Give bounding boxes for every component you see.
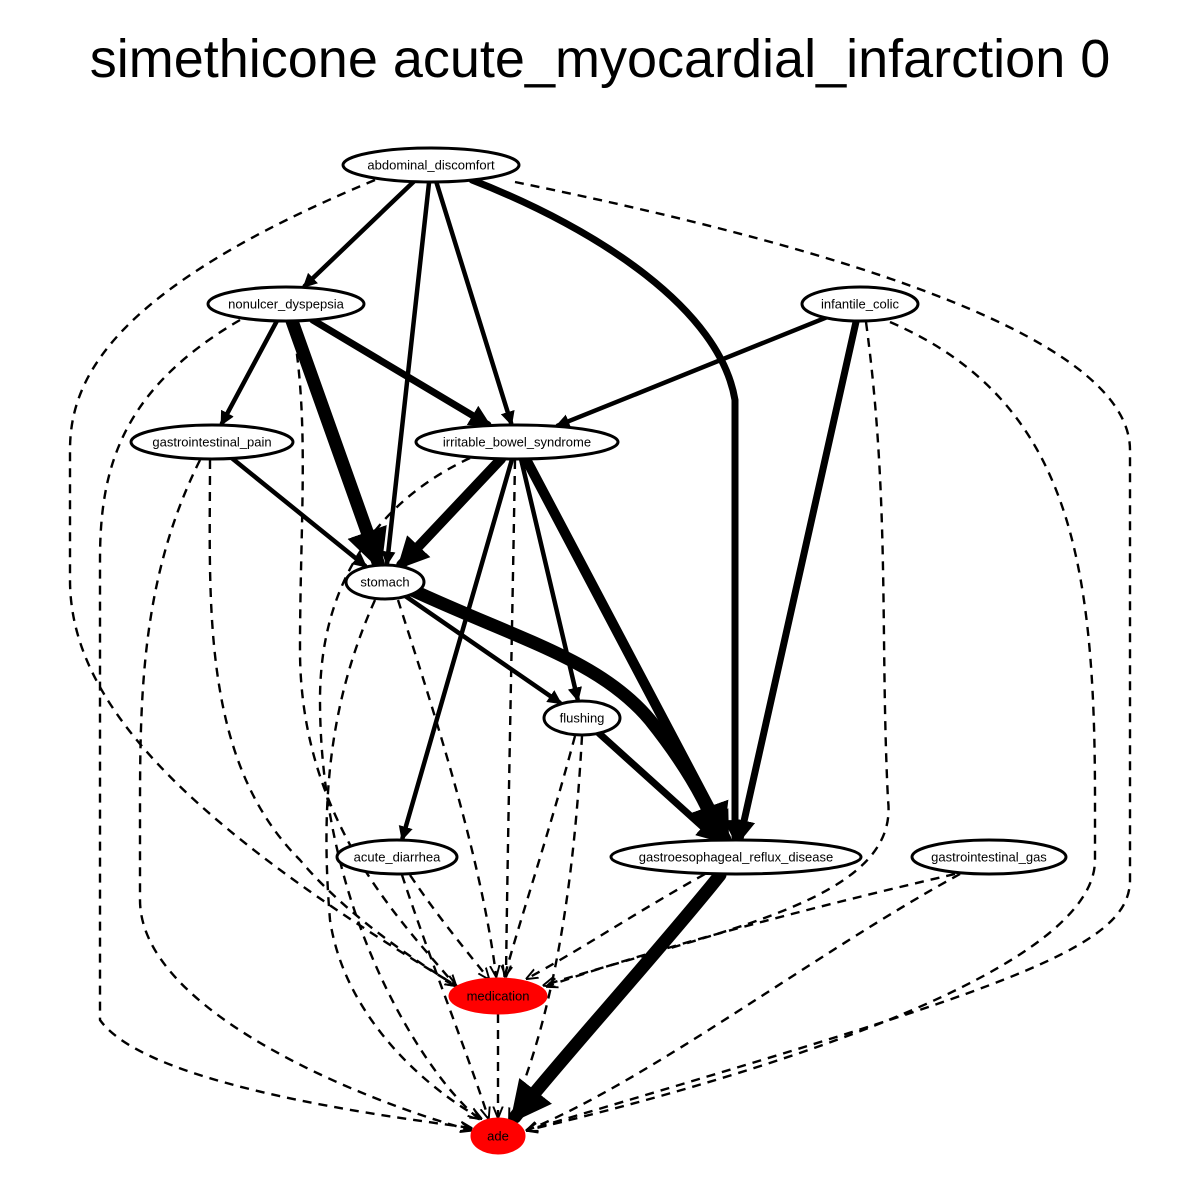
edge-gastroesophageal_reflux_disease-to-medication [528,872,706,978]
node-label-flushing: flushing [560,711,605,726]
edge-gastrointestinal_gas-to-ade [528,872,961,1130]
edge-stomach-to-flushing [403,594,563,705]
edge-abdominal_discomfort-to-nonulcer_dyspepsia [302,179,416,289]
edge-stomach-to-ade [325,599,480,1118]
node-nonulcer_dyspepsia: nonulcer_dyspepsia [206,285,366,323]
node-label-ade: ade [487,1129,509,1144]
node-shape-medication [448,977,548,1015]
edge-abdominal_discomfort-to-irritable_bowel_syndrome [434,179,515,426]
node-gastrointestinal_gas: gastrointestinal_gas [910,838,1068,876]
edge-abdominal_discomfort-to-ade [514,180,1132,1130]
edge-flushing-to-gastroesophageal_reflux_disease [595,729,720,843]
node-shape-acute_diarrhea [335,838,459,876]
node-infantile_colic: infantile_colic [800,285,920,323]
edge-gastrointestinal_pain-to-ade [138,459,470,1130]
node-shape-abdominal_discomfort [341,146,521,184]
node-stomach: stomach [344,563,426,601]
node-shape-gastrointestinal_pain [129,423,295,461]
edge-infantile_colic-to-medication [545,321,890,985]
edge-abdominal_discomfort-to-gastroesophageal_reflux_disease [468,176,747,843]
edge-nonulcer_dyspepsia-to-stomach [285,314,387,572]
edge-nonulcer_dyspepsia-to-ade [98,318,470,1128]
edge-acute_diarrhea-to-ade [400,874,488,1117]
edge-nonulcer_dyspepsia-to-irritable_bowel_syndrome [309,316,492,429]
edge-stomach-to-gastroesophageal_reflux_disease [405,583,729,846]
edge-nonulcer_dyspepsia-to-gastrointestinal_pain [219,318,280,426]
node-acute_diarrhea: acute_diarrhea [335,838,459,876]
node-gastroesophageal_reflux_disease: gastroesophageal_reflux_disease [609,838,863,876]
node-shape-ade [470,1117,526,1155]
node-flushing: flushing [542,699,622,737]
edge-stomach-to-medication [396,599,496,975]
node-label-medication: medication [467,989,530,1004]
edge-acute_diarrhea-to-medication [409,874,488,978]
edge-irritable_bowel_syndrome-to-acute_diarrhea [398,456,515,841]
edge-nonulcer_dyspepsia-to-medication [290,321,455,985]
edge-irritable_bowel_syndrome-to-stomach [396,453,507,570]
node-medication: medication [448,977,548,1015]
node-irritable_bowel_syndrome: irritable_bowel_syndrome [414,423,620,461]
node-shape-flushing [542,699,622,737]
node-label-gastrointestinal_pain: gastrointestinal_pain [152,435,271,450]
edge-abdominal_discomfort-to-medication [68,178,455,985]
node-label-nonulcer_dyspepsia: nonulcer_dyspepsia [228,297,344,312]
edge-infantile_colic-to-gastroesophageal_reflux_disease [733,317,860,843]
node-shape-nonulcer_dyspepsia [206,285,366,323]
edge-gastrointestinal_pain-to-medication [208,459,455,985]
node-ade: ade [470,1117,526,1155]
edge-gastrointestinal_pain-to-stomach [230,456,368,569]
node-shape-infantile_colic [800,285,920,323]
node-label-abdominal_discomfort: abdominal_discomfort [367,158,495,173]
node-shape-irritable_bowel_syndrome [414,423,620,461]
nodes-layer: abdominal_discomfort nonulcer_dyspepsia in… [129,146,1068,1155]
edge-gastroesophageal_reflux_disease-to-ade [508,868,727,1124]
edge-flushing-to-medication [505,735,577,975]
edge-irritable_bowel_syndrome-to-ade [318,456,478,1118]
node-shape-stomach [344,563,426,601]
node-label-gastrointestinal_gas: gastrointestinal_gas [931,850,1047,865]
node-label-stomach: stomach [360,575,409,590]
edge-flushing-to-ade [510,735,584,1118]
edge-infantile_colic-to-irritable_bowel_syndrome [555,315,829,428]
node-shape-gastroesophageal_reflux_disease [609,838,863,876]
node-label-irritable_bowel_syndrome: irritable_bowel_syndrome [443,435,591,450]
node-label-gastroesophageal_reflux_disease: gastroesophageal_reflux_disease [639,850,833,865]
node-shape-gastrointestinal_gas [910,838,1068,876]
page-title: simethicone acute_myocardial_infarction … [89,29,1111,89]
edges-layer [68,176,1132,1130]
edge-abdominal_discomfort-to-stomach [381,179,432,566]
edge-irritable_bowel_syndrome-to-medication [506,459,517,975]
node-label-acute_diarrhea: acute_diarrhea [354,850,441,865]
node-gastrointestinal_pain: gastrointestinal_pain [129,423,295,461]
edge-gastrointestinal_gas-to-medication [548,872,956,986]
node-abdominal_discomfort: abdominal_discomfort [341,146,521,184]
node-label-infantile_colic: infantile_colic [821,297,900,312]
